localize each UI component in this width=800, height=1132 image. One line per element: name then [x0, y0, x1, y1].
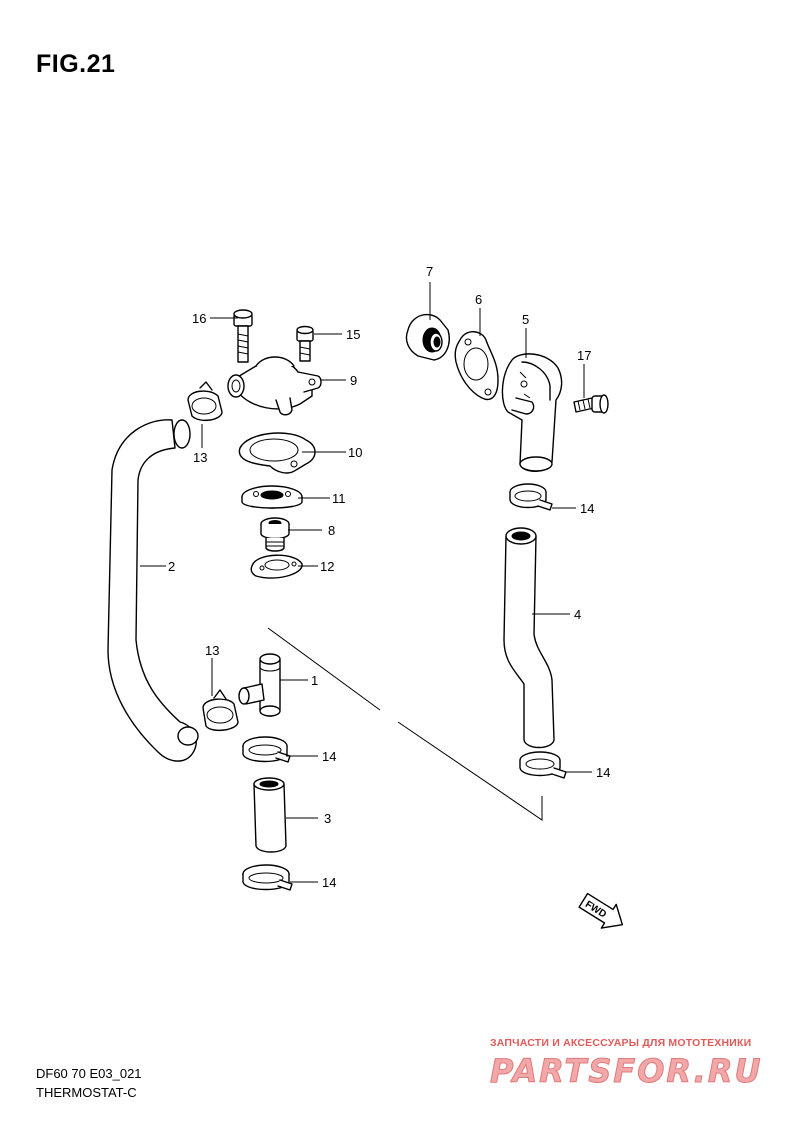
callout-9: 9	[350, 373, 357, 388]
bolt-part-16[interactable]	[233, 309, 253, 363]
clamp-part-14-left-upper[interactable]	[242, 736, 291, 763]
callout-13-bottom: 13	[205, 643, 219, 658]
callout-4: 4	[574, 607, 581, 622]
callout-14-left-upper: 14	[322, 749, 336, 764]
washer-part-12[interactable]	[250, 554, 303, 579]
callout-2: 2	[168, 559, 175, 574]
hose-routing-line	[267, 627, 543, 821]
thermostat-part-8[interactable]	[260, 517, 290, 552]
callout-5: 5	[522, 312, 529, 327]
callout-3: 3	[324, 811, 331, 826]
callout-8: 8	[328, 523, 335, 538]
leader-lines	[140, 282, 592, 883]
callout-11: 11	[332, 491, 346, 506]
callout-10: 10	[348, 445, 362, 460]
watermark-caption: ЗАПЧАСТИ И АКСЕССУАРЫ ДЛЯ МОТОТЕХНИКИ	[490, 1037, 752, 1049]
callout-13-top: 13	[193, 450, 207, 465]
callout-15: 15	[346, 327, 360, 342]
clamp-part-14-right-lower[interactable]	[519, 751, 567, 779]
fwd-arrow-icon: FWD	[578, 892, 624, 929]
hose-part-3[interactable]	[253, 777, 287, 853]
figure-title: FIG.21	[36, 50, 116, 78]
gasket-part-10[interactable]	[238, 432, 316, 474]
callout-6: 6	[475, 292, 482, 307]
callout-14-right-upper: 14	[580, 501, 594, 516]
t-joint-part-1[interactable]	[238, 653, 281, 717]
bolt-part-17[interactable]	[573, 394, 609, 414]
model-code: DF60 70 E03_021	[36, 1066, 142, 1081]
callout-14-left-lower: 14	[322, 875, 336, 890]
clamp-part-13-bottom[interactable]	[202, 689, 239, 732]
callout-16: 16	[192, 311, 206, 326]
callout-12: 12	[320, 559, 334, 574]
callout-1: 1	[311, 673, 318, 688]
clamp-part-14-right-upper[interactable]	[509, 483, 553, 511]
bolt-part-15[interactable]	[296, 325, 314, 362]
callout-14-right-lower: 14	[596, 765, 610, 780]
gasket-part-6[interactable]	[454, 331, 499, 401]
watermark-logo: PARTSFOR.RU	[489, 1052, 763, 1091]
outlet-elbow-part-5[interactable]	[501, 353, 563, 472]
hose-part-4[interactable]	[503, 527, 555, 749]
callout-17: 17	[577, 348, 591, 363]
clamp-part-13-top[interactable]	[187, 381, 223, 422]
seal-part-11[interactable]	[241, 485, 303, 509]
grommet-part-7[interactable]	[405, 313, 450, 361]
callout-7: 7	[426, 264, 433, 279]
section-name: THERMOSTAT-C	[36, 1085, 137, 1100]
hose-part-2[interactable]	[107, 419, 199, 762]
clamp-part-14-left-lower[interactable]	[242, 864, 293, 891]
thermostat-cover-part-9[interactable]	[227, 356, 322, 416]
callout-numbers: 16 15 9 10 11 8 12 13 2 13 1 14 3 14 7 6…	[168, 264, 610, 890]
